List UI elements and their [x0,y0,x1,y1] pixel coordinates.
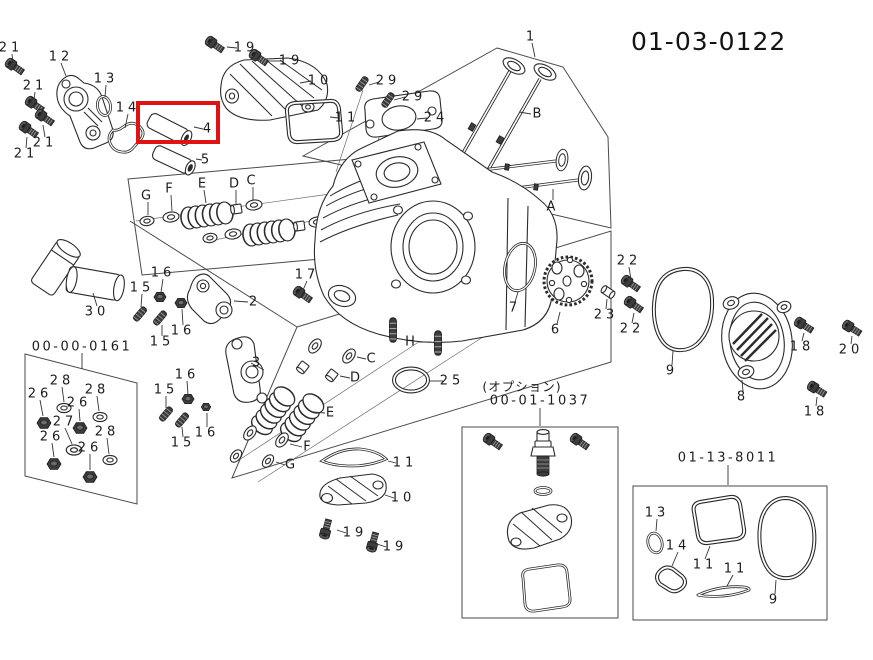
nut-16-d [200,403,212,411]
stud-H-a [388,317,398,343]
gasket-9-main [651,266,715,353]
breather-fitting [530,429,556,477]
pin-5 [151,145,196,176]
stud-H-b [433,330,443,356]
bolt-18-b [805,379,829,400]
bolt-21-d [17,119,41,140]
cylinder-head [313,129,558,344]
gasket-11-bottom [320,447,388,468]
upper-valve-spring-set [138,198,327,248]
bolt-21-c [33,107,57,128]
bolt-19-d [365,530,381,554]
stud-15-b [152,309,168,327]
rocker-arm-2 [186,273,233,325]
cover-10-top [220,57,329,121]
stud-15-d [174,411,190,429]
gasket-kit-parts [646,494,817,598]
highlight-box [136,101,220,144]
bolt-19-c [318,517,334,541]
tappet-cover-8 [721,292,793,390]
plug-cap-30 [31,239,125,302]
stud-29-a [354,75,370,93]
bolt-17 [291,284,315,305]
rocker-arm-12 [56,74,114,150]
option-kit-parts [481,429,592,613]
oring-25 [392,366,430,394]
oring-13 [95,95,113,117]
dowel-23 [600,285,616,299]
nut-16-b [174,297,188,309]
bolt-19-a [203,34,227,55]
cover-10-bottom [319,473,387,506]
bolt-22-b [622,294,646,315]
nut-16-a [153,291,167,303]
bolt-21-a [3,56,27,77]
stud-15-c [158,405,174,423]
bolt-20 [840,318,864,339]
cam-sprocket-6 [542,255,594,307]
nut-kit-parts [36,402,118,483]
nut-16-c [181,393,195,405]
oring-7 [503,241,537,293]
bolt-18-a [792,315,816,336]
leader-lines [11,42,853,595]
stud-15-a [132,305,148,323]
rocker-arm-3 [225,336,268,404]
